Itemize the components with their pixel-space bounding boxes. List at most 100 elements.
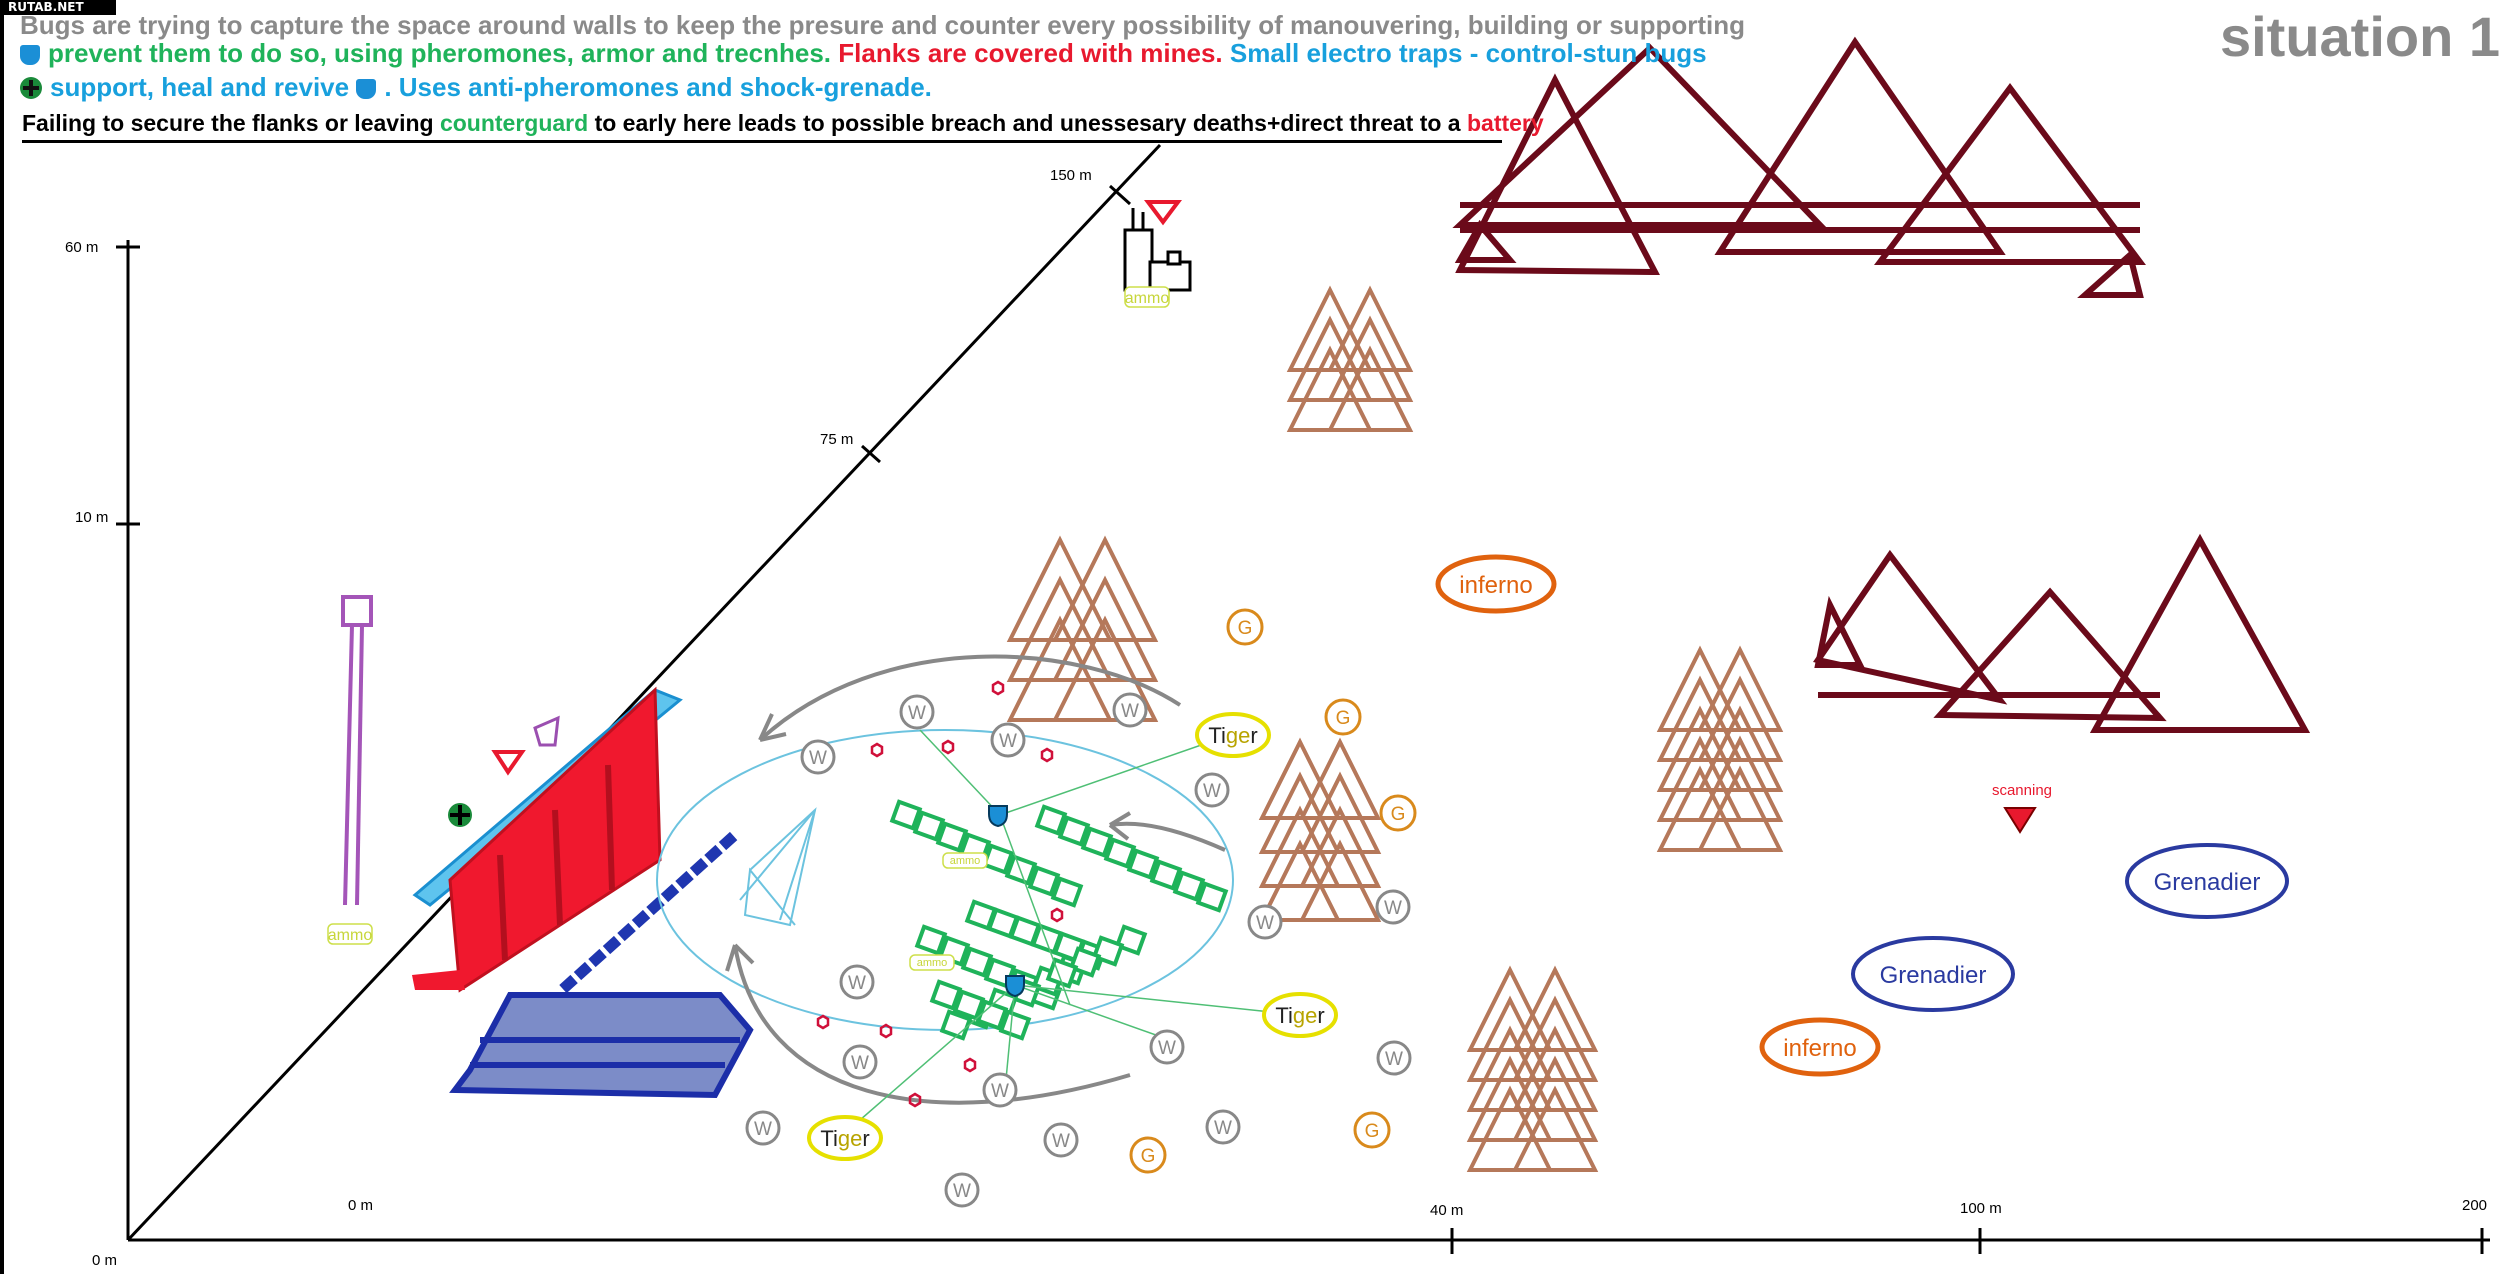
trench-segment xyxy=(1034,804,1068,836)
svg-text:ammo: ammo xyxy=(328,927,373,944)
grenadier-ellipse xyxy=(1851,936,2015,1012)
ammo-label: ammo xyxy=(1124,286,1170,308)
grenadier-marker: Grenadier xyxy=(2125,843,2289,919)
mountain-peak xyxy=(1286,315,1374,402)
warrior-circle xyxy=(1376,1040,1412,1076)
warrior-label: W xyxy=(1384,898,1402,919)
mountain-peak xyxy=(1466,1025,1554,1112)
warrior-circle xyxy=(1247,904,1283,940)
barrier-block xyxy=(631,909,651,929)
sight-line xyxy=(1004,984,1016,1091)
mine-icon xyxy=(870,742,884,758)
ammo-label: ammo xyxy=(327,923,373,945)
caption-text: Small electro traps - control-stun bugs xyxy=(1222,38,1707,68)
antenna-tower xyxy=(341,595,373,906)
caption-line-4: Failing to secure the flanks or leaving … xyxy=(22,110,1544,137)
x-tick-label: 40 m xyxy=(1430,1202,1463,1219)
axes xyxy=(116,143,2490,1254)
warrior-label: W xyxy=(1214,1118,1232,1139)
warrior-label: W xyxy=(1158,1038,1176,1059)
barrier-block xyxy=(718,831,738,851)
warrior-label: W xyxy=(1052,1131,1070,1152)
mountain-peak xyxy=(1511,1085,1599,1172)
mine-icon xyxy=(941,739,955,755)
mountains-tan xyxy=(1006,285,1784,1172)
mountain-peak xyxy=(1051,535,1159,642)
warrior-marker: W xyxy=(982,1072,1018,1108)
tiger-ellipse xyxy=(1262,992,1338,1038)
svg-text:ammo: ammo xyxy=(1125,290,1170,307)
radio-tower-building xyxy=(1123,208,1192,292)
trench-segment xyxy=(1068,946,1102,978)
gunner-label: G xyxy=(1141,1146,1156,1167)
gunner-circle xyxy=(1353,1111,1391,1149)
barrier-block xyxy=(573,961,593,981)
warrior-label: W xyxy=(1385,1049,1403,1070)
bug-icon xyxy=(20,45,40,65)
sight-line xyxy=(999,734,1231,816)
trench-segment xyxy=(1091,935,1125,967)
caption-text: support, heal and revive xyxy=(50,72,350,102)
scanning-label: scanning xyxy=(1992,782,2052,799)
warrior-circle xyxy=(800,739,836,775)
mountain-peak xyxy=(1511,995,1599,1082)
grenadier-label: Grenadier xyxy=(1880,962,1987,989)
warrior-marker: W xyxy=(1376,1040,1412,1076)
y-tick-label: 60 m xyxy=(65,239,98,256)
trench-segment xyxy=(939,1009,973,1041)
mine-icon xyxy=(991,680,1005,696)
mountain-peak xyxy=(1511,965,1599,1052)
tiger-ellipse xyxy=(807,1115,883,1161)
sight-line xyxy=(1014,984,1171,1041)
trench-segment xyxy=(1103,837,1137,869)
trench-segment xyxy=(998,1009,1032,1041)
warrior-marker: W xyxy=(800,739,836,775)
diag-tick-label: 150 m xyxy=(1050,167,1092,184)
warrior-marker: W xyxy=(1194,772,1230,808)
scan-icon xyxy=(2003,807,2037,834)
tiger-marker: Tiger xyxy=(1262,992,1338,1038)
warrior-label: W xyxy=(851,1053,869,1074)
mountain-peak xyxy=(1656,705,1744,792)
barrier-block xyxy=(660,883,680,903)
svg-text:ammo: ammo xyxy=(917,957,948,969)
x-tick-label: 200 xyxy=(2462,1197,2487,1214)
warrior-circle xyxy=(1112,692,1148,728)
warrior-circle xyxy=(1375,889,1411,925)
tiger-marker: Tiger xyxy=(807,1115,883,1161)
watermark: RUTAB.NET xyxy=(0,0,116,15)
trench-segment xyxy=(1172,870,1206,902)
tiger-label: Tiger xyxy=(1208,723,1257,748)
warrior-label: W xyxy=(999,731,1017,752)
caption-underline xyxy=(22,140,1502,143)
mountain-peak xyxy=(1298,805,1382,888)
shield-icon xyxy=(533,715,560,747)
mountain-peak xyxy=(1656,735,1744,822)
gunner-marker: G xyxy=(1324,698,1362,736)
mountain-peak xyxy=(1511,1025,1599,1112)
mountain-peak xyxy=(1696,735,1784,822)
gunner-marker: G xyxy=(1129,1136,1167,1174)
trench-segment xyxy=(1057,815,1091,847)
gunner-circle xyxy=(1226,608,1264,646)
mountain-peak xyxy=(1286,345,1374,432)
warrior-marker: W xyxy=(1375,889,1411,925)
warrior-circle xyxy=(1043,1122,1079,1158)
gunner-marker: G xyxy=(1226,608,1264,646)
marker-icon xyxy=(491,750,526,776)
mountain-peak xyxy=(1696,675,1784,762)
trench-segment xyxy=(889,799,923,831)
bunker xyxy=(449,992,754,1099)
caption-line-2: prevent them to do so, using pheromones,… xyxy=(20,38,1707,69)
tiger-label: Tiger xyxy=(820,1126,869,1151)
warrior-marker: W xyxy=(1247,904,1283,940)
mountain-peak xyxy=(1298,839,1382,922)
mine-icon xyxy=(963,1057,977,1073)
caption-text: battery xyxy=(1466,110,1544,136)
axis-labels: 60 m 10 m 0 m 40 m 100 m 200 0 m 150 m 7… xyxy=(65,167,2487,1269)
sight-line xyxy=(919,729,1001,816)
mountain-peak xyxy=(1696,705,1784,792)
warrior-marker: W xyxy=(990,722,1026,758)
